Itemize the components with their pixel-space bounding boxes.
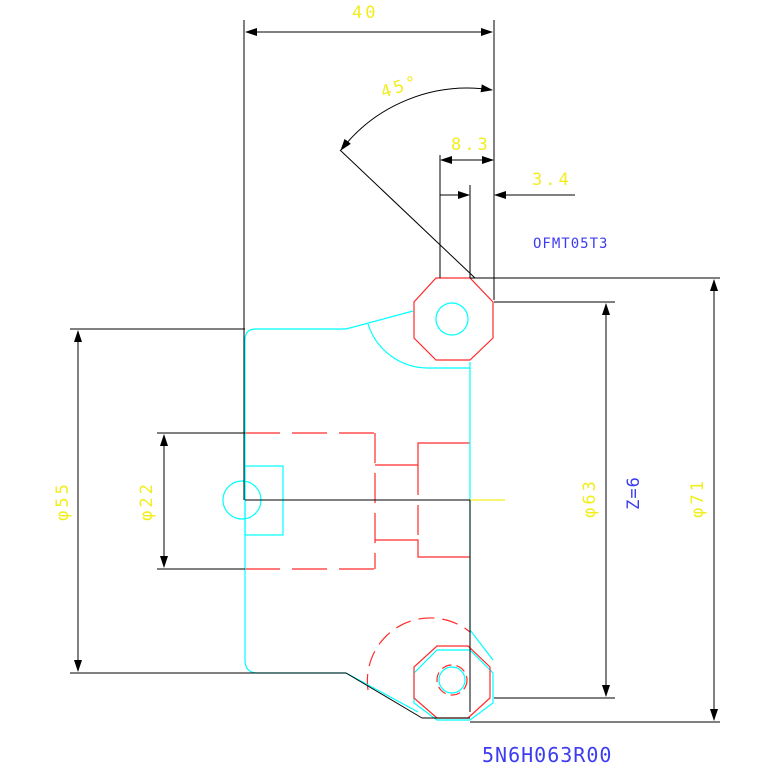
teeth-count-label: Z=6 bbox=[624, 476, 644, 510]
dim-text-45: 45° bbox=[378, 71, 422, 102]
insert-bottom bbox=[413, 645, 491, 719]
body-outline bbox=[222, 302, 494, 721]
dim-text-phi71: φ71 bbox=[688, 478, 708, 518]
dim-text-phi63: φ63 bbox=[580, 478, 600, 518]
hidden-arc-lower bbox=[366, 617, 471, 691]
hidden-bore bbox=[245, 432, 470, 570]
construction-lines bbox=[70, 20, 720, 723]
dim-text-3-4: 3.4 bbox=[532, 170, 572, 190]
dim-text-40: 40 bbox=[352, 3, 378, 23]
insert-bottom-hole bbox=[436, 664, 468, 696]
dim-text-phi55: φ55 bbox=[53, 481, 73, 521]
dim-text-phi22: φ22 bbox=[137, 481, 157, 521]
part-code-label: 5N6H063R00 bbox=[482, 743, 612, 767]
dimension-arrows bbox=[74, 28, 718, 721]
dim-text-8-3: 8.3 bbox=[451, 135, 491, 155]
insert-code-label: OFMT05T3 bbox=[533, 236, 608, 252]
insert-top bbox=[413, 277, 494, 361]
dim-arc-45 bbox=[340, 84, 493, 151]
